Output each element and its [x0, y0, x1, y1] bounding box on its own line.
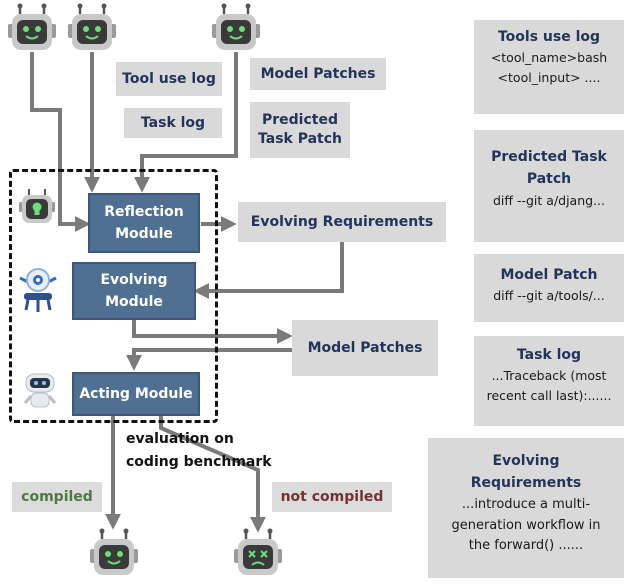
sad-robot-icon — [232, 527, 284, 579]
robot-agent-1-icon — [6, 2, 58, 54]
card-title: Model Patch — [500, 267, 598, 283]
card-tools-use-log: Tools use log <tool_name>bash <tool_inpu… — [474, 20, 624, 114]
card-title: Predicted Task Patch — [491, 149, 607, 188]
robot-agent-3-icon — [210, 2, 262, 54]
card-body: diff --git a/djang... — [492, 192, 605, 208]
drone-robot-icon — [16, 266, 60, 316]
model-patches-box: Model Patches — [292, 320, 438, 376]
agent-boundary — [9, 169, 218, 423]
card-body: ...Traceback (most recent call last):...… — [486, 368, 612, 404]
card-body: ...introduce a multi-generation workflow… — [451, 496, 601, 554]
acting-module: Acting Module — [72, 372, 200, 416]
card-body: diff --git a/tools/... — [493, 288, 605, 304]
label-model-patches: Model Patches — [250, 58, 386, 90]
card-title: Tools use log — [497, 29, 601, 45]
label-predicted-task-patch: Predicted Task Patch — [250, 102, 350, 158]
evolving-requirements-box: Evolving Requirements — [238, 202, 446, 242]
arrow-robot3-to-reflection — [134, 52, 238, 193]
arrow-robot1-to-reflection — [30, 52, 91, 232]
not-compiled-label: not compiled — [272, 482, 392, 512]
reflection-module: Reflection Module — [88, 193, 200, 253]
evolving-module: Evolving Module — [72, 262, 196, 320]
card-body: <tool_name>bash <tool_input> .... — [490, 50, 608, 86]
robot-agent-2-icon — [66, 2, 118, 54]
card-task-log: Task log ...Traceback (most recent call … — [474, 336, 624, 426]
arrow-requirements-to-evolving — [193, 242, 344, 299]
card-title: Evolving Requirements — [470, 453, 582, 492]
card-model-patch: Model Patch diff --git a/tools/... — [474, 254, 624, 322]
evaluation-caption: evaluation on coding benchmark — [126, 431, 272, 471]
label-task-log: Task log — [124, 108, 222, 138]
card-predicted-task-patch: Predicted Task Patch diff --git a/djang.… — [474, 130, 624, 242]
happy-robot-icon — [88, 527, 140, 579]
card-evolving-requirements: Evolving Requirements ...introduce a mul… — [428, 438, 624, 578]
card-title: Task log — [516, 347, 582, 363]
arrow-evolving-to-patches — [132, 320, 293, 344]
label-tool-use-log: Tool use log — [116, 62, 222, 96]
compiled-label: compiled — [12, 482, 102, 512]
lightbulb-robot-icon — [18, 186, 56, 226]
assistant-robot-icon — [20, 372, 60, 412]
